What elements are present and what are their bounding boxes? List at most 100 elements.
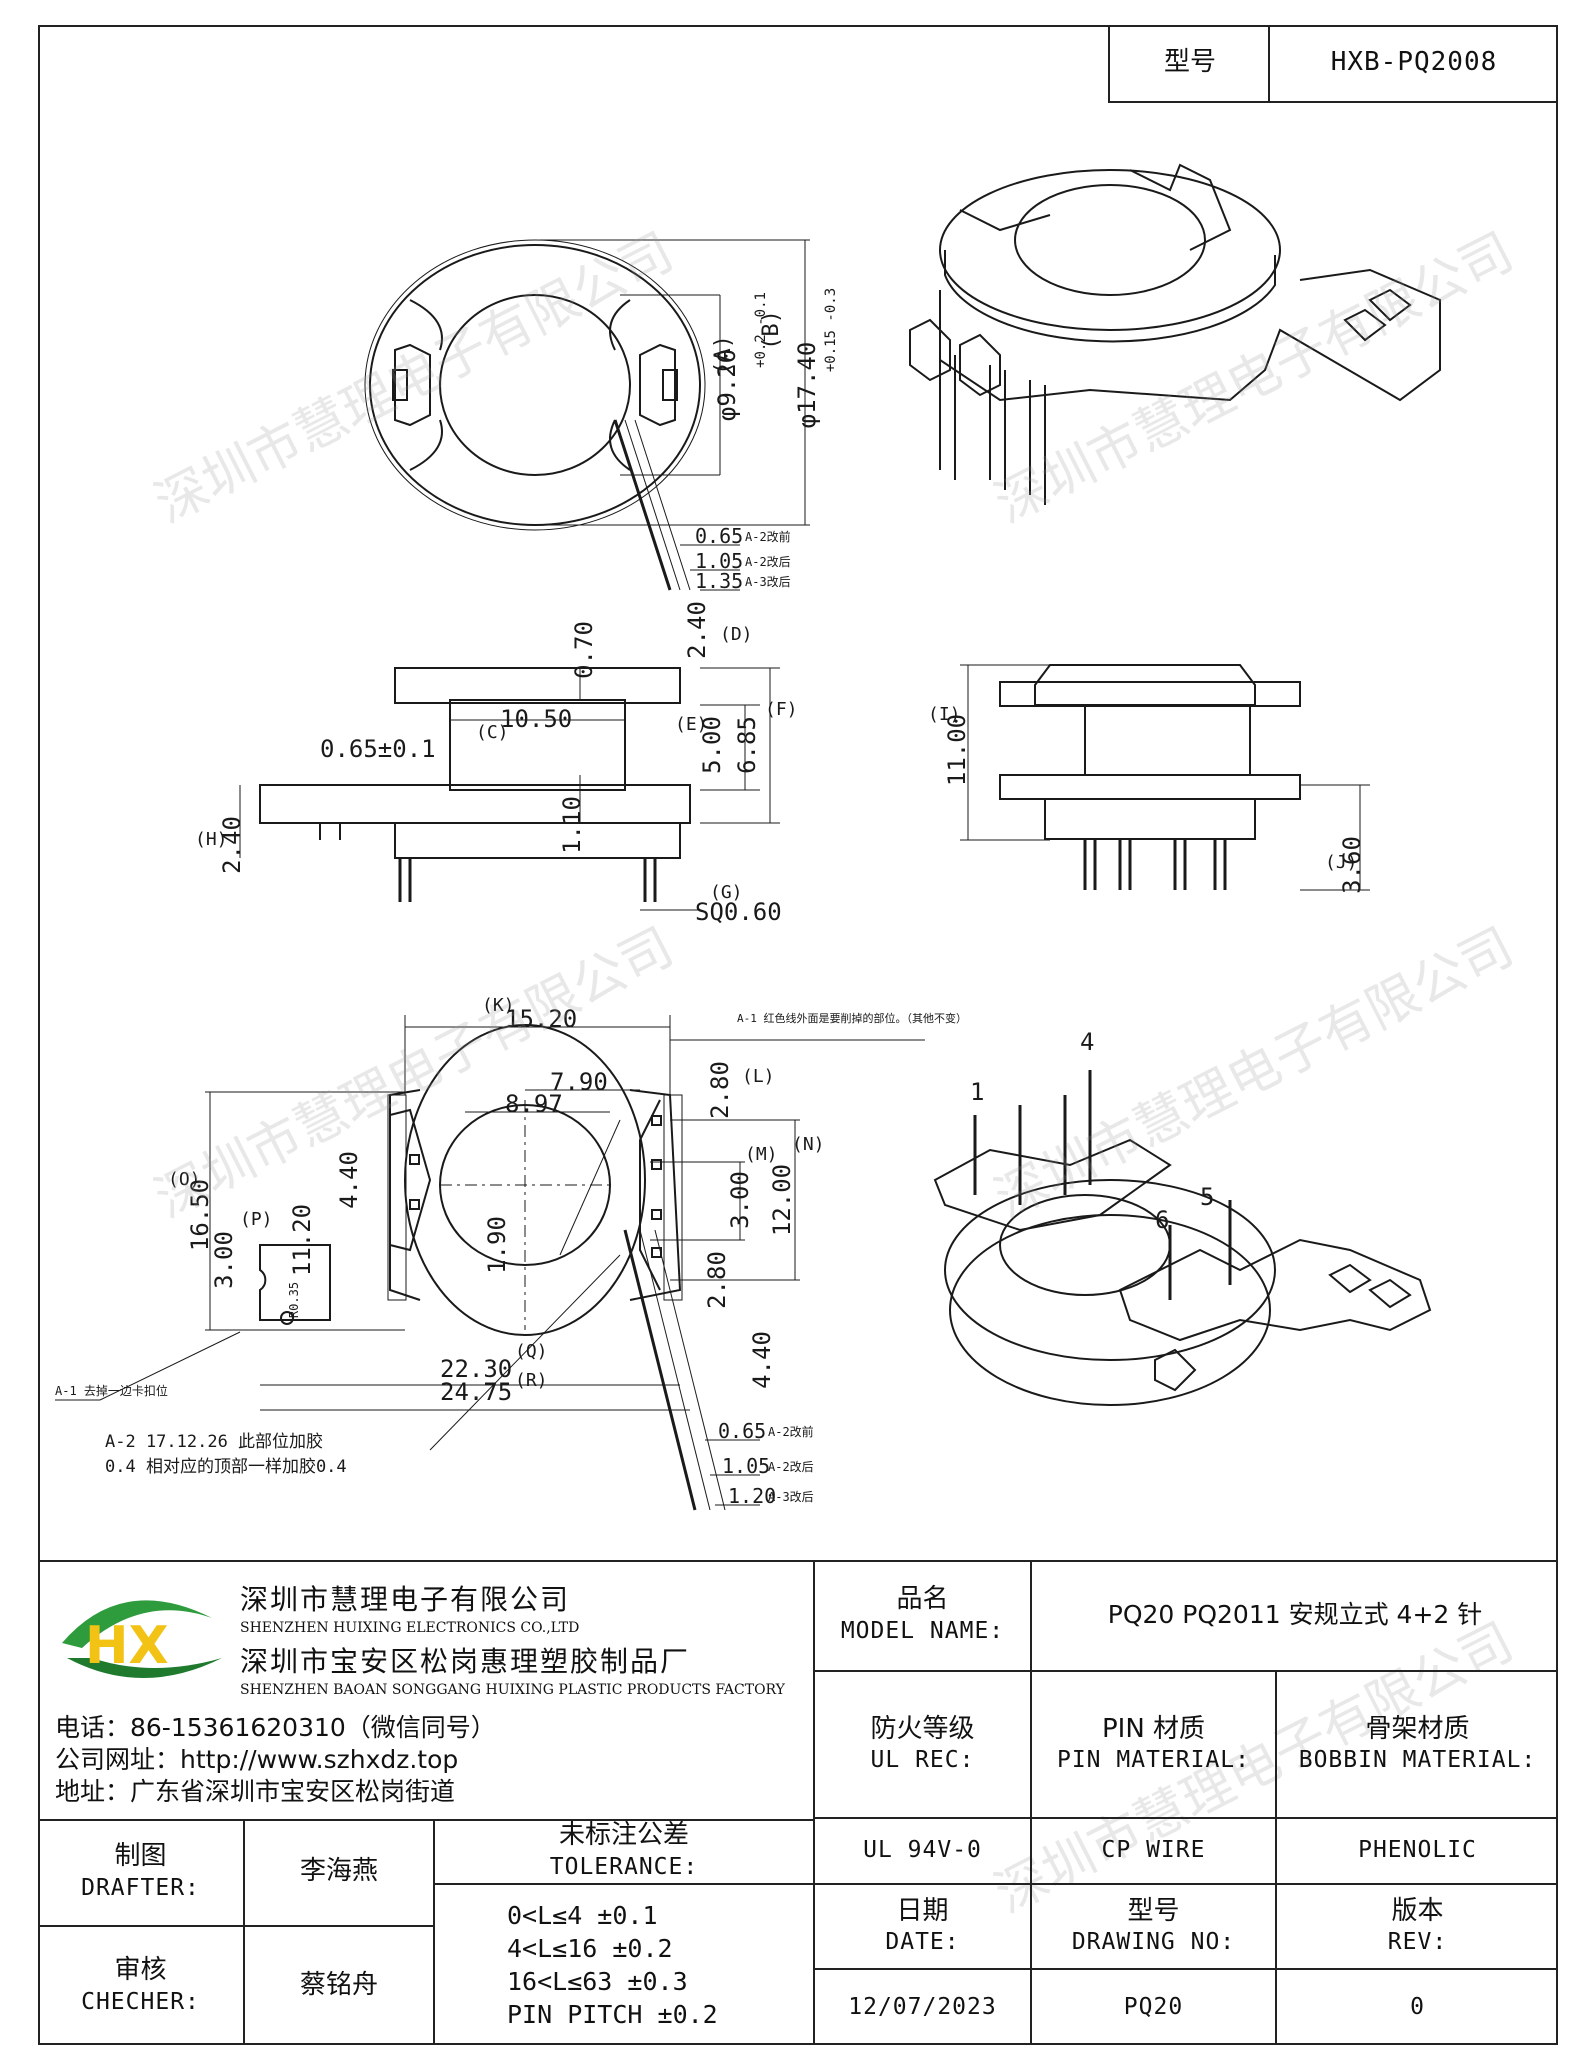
dim-1100: 11.00 xyxy=(943,714,971,786)
note-a1-left: A-1 去掉一边卡扣位 xyxy=(55,1383,168,1398)
model-name-label-en: MODEL NAME: xyxy=(840,1617,1005,1644)
header-model-label: 型号 xyxy=(1163,47,1216,78)
tolerance-line-1: 0<L≤4 ±0.1 xyxy=(507,1901,658,1930)
dim-label-j: (J) xyxy=(1325,852,1358,873)
header-model-label-cell: 型号 xyxy=(1108,25,1270,103)
note-a2-line-2: 0.4 相对应的顶部一样加胶0.4 xyxy=(105,1457,347,1477)
checker-label-cell: 审核 CHECHER: xyxy=(38,1927,243,2045)
bobbin-material-value: PHENOLIC xyxy=(1358,1837,1477,1864)
fire-rating-value: UL 94V-0 xyxy=(863,1837,982,1864)
dim-label-d: (D) xyxy=(720,624,753,645)
factory-name-en: SHENZHEN BAOAN SONGGANG HUIXING PLASTIC … xyxy=(240,1682,785,1698)
lead-dim-1: 0.65 xyxy=(695,524,743,548)
checker-label-en: CHECHER: xyxy=(81,1988,200,2015)
rev-label-cell: 版本 REV: xyxy=(1275,1885,1558,1970)
company-website: 公司网址：http://www.szhxdz.top xyxy=(55,1745,459,1774)
dim-label-k: (K) xyxy=(482,995,515,1016)
dim-360: 3.60 xyxy=(1338,836,1366,894)
dim-label-a: (A) xyxy=(711,335,736,375)
dim-label-h: (H) xyxy=(195,829,228,850)
dim-240-top: 2.40 xyxy=(683,601,711,659)
dim-300: 3.00 xyxy=(726,1171,754,1229)
header-model-value-cell: HXB-PQ2008 xyxy=(1268,25,1558,103)
rev-value: 0 xyxy=(1410,1993,1425,2020)
front-view xyxy=(960,664,1370,891)
pin-material-value-cell: CP WIRE xyxy=(1030,1819,1275,1885)
dim-190: 1.90 xyxy=(483,1216,511,1274)
date-value: 12/07/2023 xyxy=(848,1993,997,2020)
date-label-cell: 日期 DATE: xyxy=(813,1885,1030,1970)
dim-1520: 15.20 xyxy=(505,1005,577,1033)
tolerance-label-en: TOLERANCE: xyxy=(549,1853,699,1880)
fire-rating-label-cn: 防火等级 xyxy=(870,1713,975,1744)
dim-r035: R0.35 xyxy=(287,1282,301,1318)
date-label-cn: 日期 xyxy=(896,1895,949,1926)
pin-label-4: 4 xyxy=(1080,1028,1094,1056)
bottom-view xyxy=(55,1015,925,1511)
checker-name: 蔡铭舟 xyxy=(299,1970,378,2001)
fire-rating-label-cell: 防火等级 UL REC: xyxy=(813,1672,1030,1819)
drafter-label-cn: 制图 xyxy=(114,1841,167,1872)
dim-label-r: (R) xyxy=(515,1370,548,1391)
dim-685: 6.85 xyxy=(733,716,761,774)
dim-280-bottom: 2.80 xyxy=(703,1251,731,1309)
fire-rating-label-en: UL REC: xyxy=(870,1747,975,1774)
dim-sq: SQ0.60 xyxy=(695,898,782,926)
pin-label-1: 1 xyxy=(970,1078,984,1106)
rev-label-cn: 版本 xyxy=(1391,1895,1444,1926)
dim-2475: 24.75 xyxy=(440,1378,512,1406)
top-view xyxy=(364,239,810,591)
drawing-no-value-cell: PQ20 xyxy=(1030,1970,1275,2045)
tolerance-line-4: PIN PITCH ±0.2 xyxy=(507,2000,718,2029)
model-name-value: PQ20 PQ2011 安规立式 4+2 针 xyxy=(1107,1599,1483,1629)
dim-500: 5.00 xyxy=(698,716,726,774)
drawing-no-label-cn: 型号 xyxy=(1127,1895,1180,1926)
dim-label-i: (I) xyxy=(928,704,961,725)
lead-note-1: A-2改前 xyxy=(745,529,791,544)
bobbin-material-value-cell: PHENOLIC xyxy=(1275,1819,1558,1885)
lead-note-2: A-2改后 xyxy=(745,555,791,569)
bottom-lead-note-1: A-2改前 xyxy=(768,1424,814,1439)
date-label-en: DATE: xyxy=(885,1929,960,1956)
bottom-lead-dim-1: 0.65 xyxy=(718,1419,766,1443)
title-block xyxy=(38,1560,1558,2047)
dim-070: 0.70 xyxy=(570,621,598,679)
company-phone: 电话：86-15361620310（微信同号） xyxy=(55,1713,496,1742)
header-model-value: HXB-PQ2008 xyxy=(1330,47,1498,78)
dim-110: 1.10 xyxy=(558,796,586,854)
dim-label-c: (C) xyxy=(476,722,509,743)
dim-065: 0.65±0.1 xyxy=(320,735,436,763)
checker-name-cell: 蔡铭舟 xyxy=(243,1927,433,2045)
dim-label-m: (M) xyxy=(745,1144,778,1165)
company-info: HX 深圳市慧理电子有限公司 SHENZHEN HUIXING ELECTRON… xyxy=(40,1560,815,1820)
drafter-name-cell: 李海燕 xyxy=(243,1819,433,1927)
lead-note-3: A-3改后 xyxy=(745,575,791,589)
dim-label-g: (G) xyxy=(710,882,743,903)
drafter-name: 李海燕 xyxy=(299,1856,378,1887)
rev-value-cell: 0 xyxy=(1275,1970,1558,2045)
bottom-lead-dim-3: 1.20 xyxy=(728,1484,776,1508)
dim-label-o: (O) xyxy=(168,1169,201,1190)
drafter-label-cell: 制图 DRAFTER: xyxy=(38,1819,243,1927)
drawing-no-value: PQ20 xyxy=(1123,1993,1184,2020)
dim-b-value: φ17.40 xyxy=(793,342,821,429)
company-logo: HX xyxy=(62,1600,222,1678)
lead-dim-3: 1.35 xyxy=(695,569,743,593)
side-view xyxy=(239,667,780,911)
dim-label-p: (P) xyxy=(240,1209,273,1230)
bobbin-material-label-cn: 骨架材质 xyxy=(1365,1713,1470,1744)
bobbin-material-label-en: BOBBIN MATERIAL: xyxy=(1298,1747,1537,1774)
dim-a-value: φ9.20 xyxy=(713,349,741,421)
bottom-lead-note-2: A-2改后 xyxy=(768,1460,814,1474)
dim-240-left: 2.40 xyxy=(218,816,246,874)
dim-label-n: (N) xyxy=(792,1134,825,1155)
dim-2230: 22.30 xyxy=(440,1355,512,1383)
drawing-frame xyxy=(38,25,1558,2045)
dim-1120: 11.20 xyxy=(288,1204,316,1276)
isometric-view-bottom xyxy=(933,1070,1432,1406)
drafter-label-en: DRAFTER: xyxy=(81,1874,200,1901)
dim-label-f: (F) xyxy=(765,699,798,720)
dim-1650: 16.50 xyxy=(186,1179,214,1251)
dim-897: 8.97 xyxy=(505,1090,563,1118)
factory-name-cn: 深圳市宝安区松岗惠理塑胶制品厂 xyxy=(240,1645,691,1678)
